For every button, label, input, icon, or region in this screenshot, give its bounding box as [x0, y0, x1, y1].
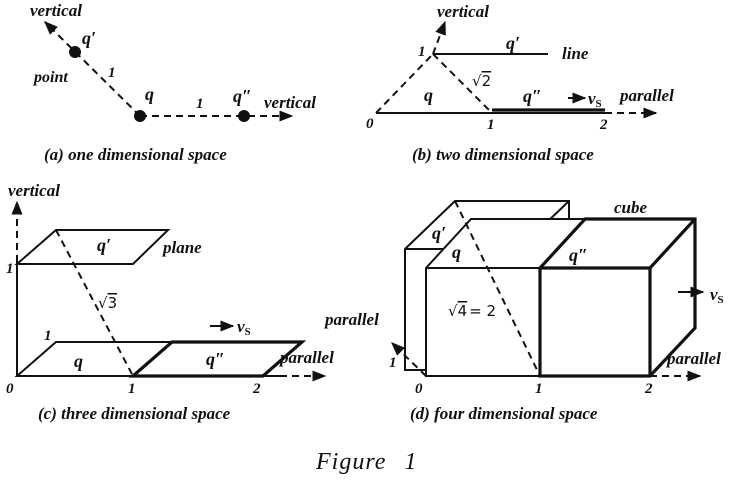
d-vs-label: vS [710, 285, 724, 306]
c-caption: (c) three dimensional space [38, 404, 231, 423]
d-sqrt-label: √4= 2 [448, 302, 496, 320]
d-depth-axis [390, 342, 427, 377]
d-one-depth-label: 1 [389, 355, 397, 371]
figure-label: Figure [315, 449, 386, 475]
d-zero-label: 0 [415, 381, 423, 397]
b-sqrt-label: √2 [472, 72, 491, 90]
d-sqrt-arg: 4 [458, 302, 468, 320]
c-sqrt-sign: √ [98, 294, 108, 312]
d-q-dprime-label: q″ [569, 245, 588, 265]
d-parallel-left-label: parallel [323, 310, 379, 329]
c-q-prime-label: q′ [97, 235, 111, 255]
a-point-q [134, 110, 146, 122]
panel-a: vertical q′ point 1 q 1 q″ vertical (a) … [30, 1, 316, 164]
b-vs-label: vS [588, 89, 602, 110]
d-q-prime-label: q′ [432, 223, 446, 243]
b-vs-v: v [588, 89, 596, 108]
b-q-prime-label: q′ [506, 33, 520, 53]
b-vertical-axis [432, 20, 446, 55]
a-vertical-axis [44, 21, 141, 117]
a-point-q-dprime [238, 110, 250, 122]
c-vertical-label: vertical [8, 181, 60, 200]
d-one-label: 1 [535, 381, 543, 397]
c-one-label: 1 [128, 381, 136, 397]
d-cube-label: cube [614, 198, 648, 217]
c-one-axis-label: 1 [6, 261, 14, 277]
d-two-label: 2 [644, 381, 653, 397]
c-square-q [14, 341, 175, 377]
b-one-top-label: 1 [418, 44, 426, 60]
d-sqrt4-diagonal [454, 200, 541, 377]
figure-number: 1 [404, 449, 417, 475]
b-sqrt2-diagonal [432, 53, 493, 114]
d-parallel-right-label: parallel [665, 349, 721, 368]
b-caption: (b) two dimensional space [412, 145, 594, 164]
b-zero-label: 0 [366, 116, 374, 132]
c-vs-label: vS [237, 317, 251, 338]
a-distance-1-left: 1 [108, 65, 116, 81]
a-vertical-label: vertical [30, 1, 82, 20]
c-parallel-label: parallel [278, 348, 334, 367]
b-sqrt-arg: 2 [482, 72, 492, 90]
figure-caption: Figure 1 [315, 449, 417, 475]
a-point-label: point [32, 69, 68, 86]
a-vertical-right-label: vertical [264, 93, 316, 112]
a-distance-1-right: 1 [196, 96, 204, 112]
d-q-label: q [452, 242, 461, 262]
d-vs-sub: S [718, 294, 724, 306]
c-plane-label: plane [161, 238, 202, 257]
c-q-label: q [74, 351, 83, 371]
b-vs-sub: S [596, 98, 602, 110]
c-sqrt3-diagonal [55, 229, 134, 377]
d-sqrt-sign: √ [448, 302, 458, 320]
panel-c: vertical 1 q′ plane √3 1 vS q q″ paralle… [6, 181, 334, 423]
c-q-dprime-label: q″ [206, 349, 225, 369]
c-plane-q-prime [14, 229, 171, 265]
b-one-label: 1 [487, 117, 495, 133]
a-q-prime-label: q′ [82, 28, 96, 48]
c-vs-sub: S [245, 326, 251, 338]
b-q-label: q [424, 85, 433, 105]
b-q-dprime-label: q″ [523, 86, 542, 106]
b-diagonal-lower [375, 53, 434, 114]
c-square-q-dprime [128, 340, 307, 378]
b-sqrt-sign: √ [472, 72, 482, 90]
d-vs-v: v [710, 285, 718, 304]
a-q-dprime-label: q″ [233, 86, 252, 106]
panel-d: cube q′ q q″ √4= 2 vS parallel 1 paralle… [323, 198, 724, 423]
b-parallel-label: parallel [618, 86, 674, 105]
b-line-label: line [562, 44, 589, 63]
b-two-label: 2 [599, 117, 608, 133]
c-two-label: 2 [252, 381, 261, 397]
a-point-q-prime [69, 46, 81, 58]
b-vertical-label: vertical [437, 2, 489, 21]
c-vs-v: v [237, 317, 245, 336]
a-caption: (a) one dimensional space [44, 145, 227, 164]
panel-b: vertical 1 q′ line √2 q q″ vS parallel 0… [366, 2, 674, 164]
c-sqrt-label: √3 [98, 294, 117, 312]
d-caption: (d) four dimensional space [410, 404, 598, 423]
a-q-label: q [145, 84, 154, 104]
d-sqrt-eq: = 2 [469, 302, 496, 320]
c-one-depth-label: 1 [44, 328, 52, 344]
c-zero-label: 0 [6, 381, 14, 397]
c-sqrt-arg: 3 [108, 294, 118, 312]
